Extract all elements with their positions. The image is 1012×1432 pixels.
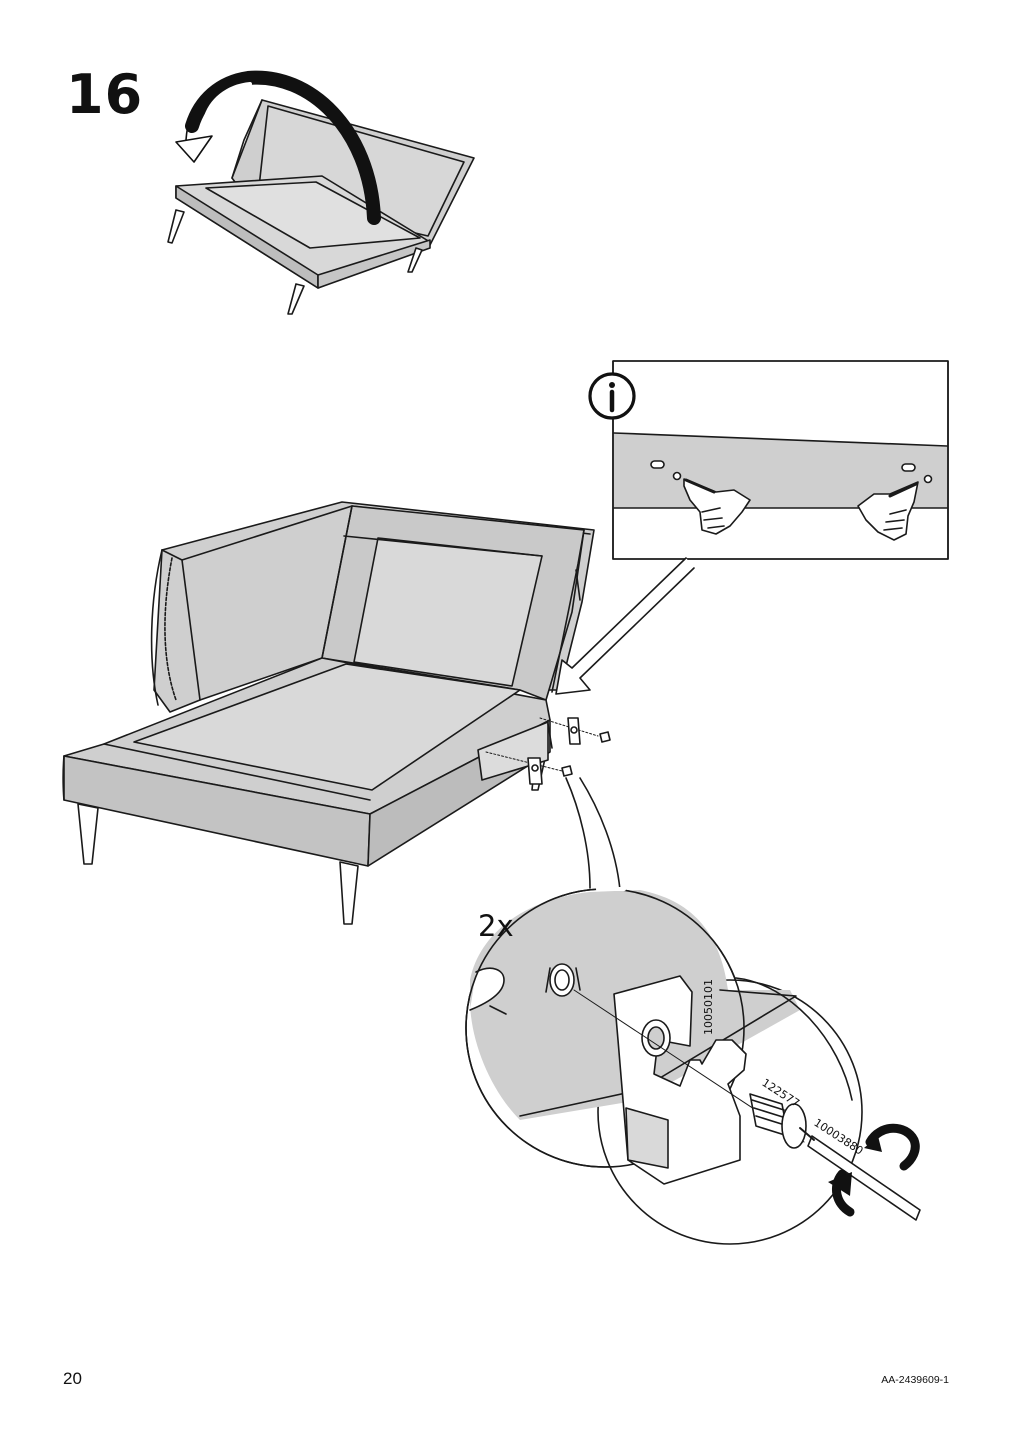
chaise-lounge [62,501,611,925]
pointing-hand-icon [857,481,919,541]
info-icon [588,372,636,420]
detail-magnifier [465,777,921,1245]
page-number: 20 [63,1369,82,1388]
part-number-bracket: 10050101 [702,979,715,1035]
document-code: AA-2439609-1 [881,1374,949,1386]
sofa-tilted [167,99,475,315]
step-number: 16 [66,63,144,126]
info-panel [588,360,949,560]
rotate-clockwise-icon [828,1123,920,1217]
pointing-arrow-icon [555,557,695,695]
quantity-label: 2x [478,909,514,943]
rotate-arrow-icon [175,70,381,225]
pointing-hand-icon [683,478,751,535]
